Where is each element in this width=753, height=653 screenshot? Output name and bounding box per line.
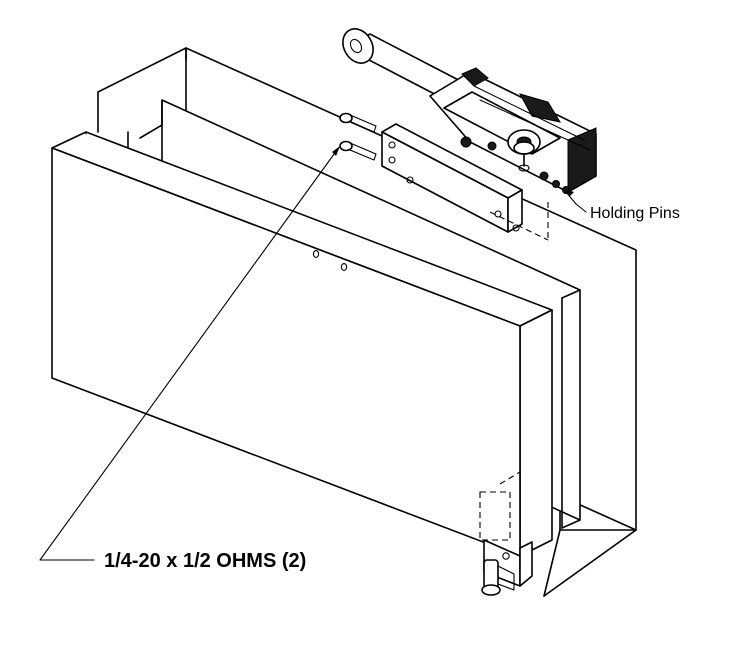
- door-slab: [51, 131, 553, 557]
- pivot-pin-icon: [481, 584, 501, 596]
- plate-hole-icon: [494, 210, 502, 218]
- pivot-hidden-lines: [479, 491, 511, 541]
- screw-spec-label: 1/4-20 x 1/2 OHMS (2): [104, 550, 306, 572]
- door-hole-left: [312, 250, 320, 258]
- plate-hole-icon: [512, 224, 520, 232]
- screw-upper-icon: [339, 112, 377, 133]
- valve-icon: [460, 136, 472, 148]
- door-hole-right: [340, 263, 348, 271]
- closer-end-cap-icon: [342, 28, 374, 64]
- leader-lines: [39, 146, 587, 561]
- bottom-pivot: [479, 471, 533, 596]
- valve-icon: [539, 171, 549, 181]
- mounting-plate: [381, 123, 549, 241]
- pivot-screw-icon: [502, 552, 510, 560]
- plate-hole-icon: [388, 156, 396, 164]
- holding-pin-icon: [552, 180, 560, 188]
- plate-hole-icon: [388, 141, 396, 149]
- door-closer: [342, 28, 597, 194]
- plate-hole-icon: [406, 176, 414, 184]
- valve-icon: [487, 141, 497, 151]
- holding-pins-label: Holding Pins: [590, 205, 680, 222]
